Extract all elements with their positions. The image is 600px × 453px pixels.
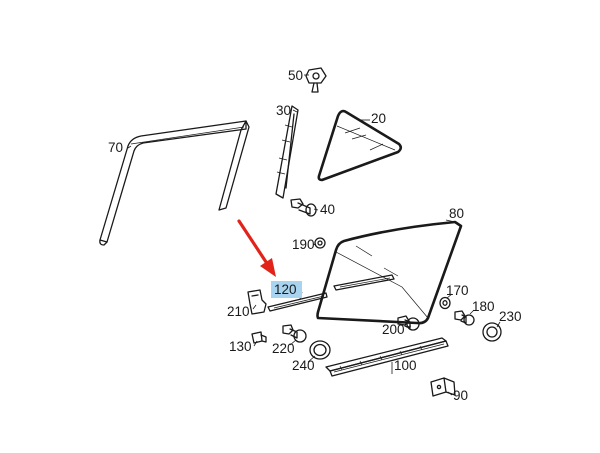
label-70: 70 <box>108 140 123 155</box>
label-130: 130 <box>229 339 252 354</box>
label-80: 80 <box>449 206 464 221</box>
label-180: 180 <box>472 299 495 314</box>
label-30: 30 <box>276 103 291 118</box>
label-50: 50 <box>288 68 303 83</box>
part-70-window-channel <box>99 120 250 246</box>
part-120-guide-rail <box>267 292 328 312</box>
part-230-cap <box>482 322 502 342</box>
label-190: 190 <box>292 237 315 252</box>
label-100: 100 <box>394 358 417 373</box>
label-240: 240 <box>292 358 315 373</box>
lift-rail <box>333 274 395 291</box>
part-80-door-glass <box>316 220 463 325</box>
part-130-clip <box>251 331 267 344</box>
label-210: 210 <box>227 304 250 319</box>
label-170: 170 <box>446 283 469 298</box>
part-240-grommet <box>309 340 331 360</box>
part-20-quarter-glass <box>317 109 403 182</box>
part-190-nut <box>314 237 326 249</box>
part-100-weatherstrip <box>325 337 449 377</box>
part-30-pillar-trim <box>275 105 299 199</box>
part-90-bracket <box>430 377 456 397</box>
label-90: 90 <box>453 388 468 403</box>
part-120-highlight <box>271 281 302 298</box>
label-40: 40 <box>320 202 335 217</box>
part-180-bolt <box>454 310 475 326</box>
red-arrow-pointer <box>237 219 276 277</box>
label-20: 20 <box>371 111 386 126</box>
part-220-bolt <box>282 324 307 343</box>
label-230: 230 <box>499 309 522 324</box>
part-50-clip <box>305 67 327 93</box>
part-40-screw <box>290 198 317 217</box>
label-120: 120 <box>274 282 297 297</box>
label-220: 220 <box>272 341 295 356</box>
label-200: 200 <box>382 322 405 337</box>
part-210-bracket <box>247 289 267 315</box>
part-170-washer <box>439 296 451 310</box>
